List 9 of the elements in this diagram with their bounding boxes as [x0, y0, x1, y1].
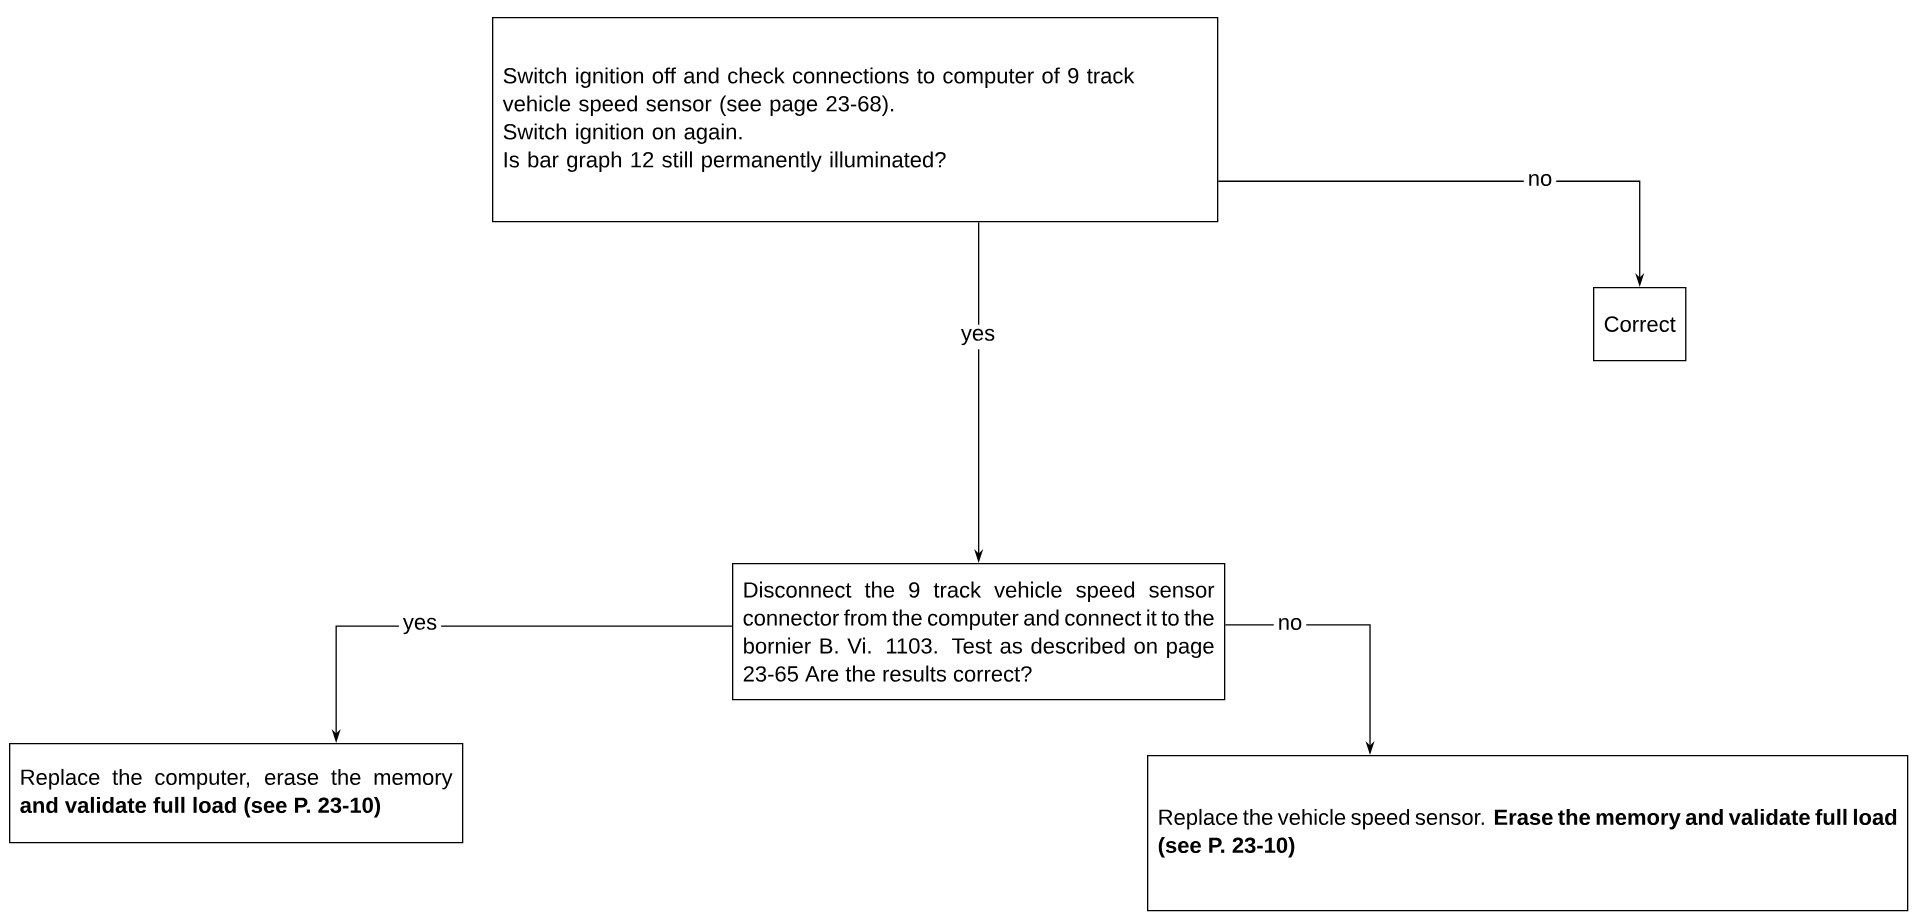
process-box: Replace the vehicle speed sensor. Erase the memory and validate full load (see P. 23-10)	[1147, 755, 1909, 912]
edge-label: no	[1523, 169, 1557, 190]
edge-label: yes	[398, 613, 442, 639]
process-box: Disconnect the 9 track vehicle speed sensor connector from the computer and connect it to the bornier B. Vi. 1103. Test as described on page 23-65 Are the results correct?	[732, 563, 1226, 701]
edge-label: yes	[956, 324, 1000, 350]
process-box: Correct	[1593, 287, 1687, 362]
process-box: Switch ignition off and check connections to computer of 9 track vehicle speed sensor (see page 23-68). Switch ignition on again. Is bar graph 12 still permanently illuminated?	[492, 17, 1219, 223]
process-box: Replace the computer, erase the memory and validate full load (see P. 23-10)	[9, 743, 464, 844]
edge-label: no	[1273, 613, 1307, 634]
